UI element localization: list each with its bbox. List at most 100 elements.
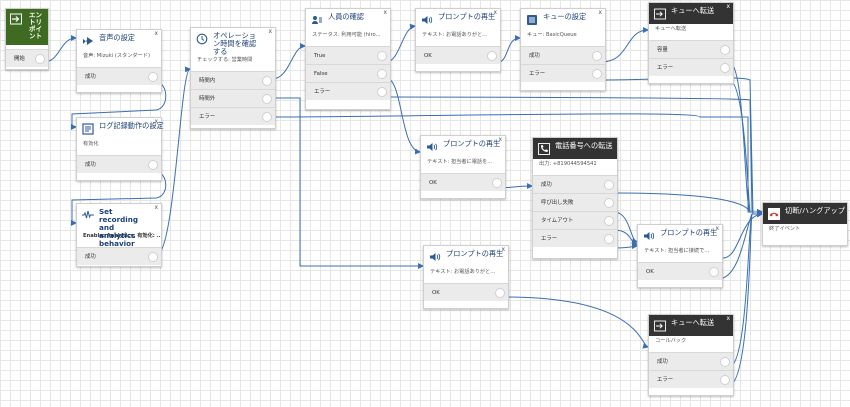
branch-ok[interactable]: OK (421, 173, 505, 191)
node-check-hours[interactable]: オペレーション時間を確認する x チェックする: 営業時間 時間内 時間外 エラ… (190, 27, 276, 129)
branch-ok[interactable]: OK (424, 283, 508, 301)
node-play-prompt-2[interactable]: プロンプトの再生 x テキスト: 担当者に電話を... OK (420, 135, 506, 199)
entry-arrow-icon (9, 12, 23, 26)
close-icon[interactable]: x (268, 28, 272, 35)
output-port[interactable] (720, 45, 730, 55)
branch-error[interactable]: エラー (306, 82, 390, 100)
close-icon[interactable]: x (598, 9, 602, 16)
output-port[interactable] (262, 94, 272, 104)
output-port[interactable] (604, 234, 614, 244)
output-port[interactable] (377, 87, 387, 97)
node-set-recording[interactable]: Set recording and analytics behavior x E… (76, 203, 162, 267)
output-port[interactable] (495, 288, 505, 298)
entry-header: エントリポイント (6, 9, 48, 45)
branch-call-failed[interactable]: 呼び出し失敗 (533, 193, 617, 211)
node-set-voice[interactable]: 音声の設定 x 音声: Mizuki (スタンダード) 成功 (76, 29, 162, 93)
close-icon[interactable]: x (383, 9, 387, 16)
branch-timeout[interactable]: タイムアウト (533, 211, 617, 229)
node-title: プロンプトの再生 (660, 228, 718, 237)
output-port[interactable] (720, 375, 730, 385)
node-set-logging[interactable]: ログ記録動作の設定 x 有効化 成功 (76, 117, 164, 181)
node-description: 音声: Mizuki (スタンダード) (83, 53, 150, 59)
close-icon[interactable]: x (715, 225, 719, 232)
close-icon[interactable]: x (493, 9, 497, 16)
node-play-prompt-3[interactable]: プロンプトの再生 x テキスト: 担当者に接続で... OK (637, 224, 723, 288)
branch-label: エラー (657, 377, 674, 383)
close-icon[interactable]: x (726, 3, 730, 10)
output-port[interactable] (709, 267, 719, 277)
close-icon[interactable]: x (154, 118, 158, 125)
branch-out-of-hours[interactable]: 時間外 (191, 89, 275, 107)
branch-error[interactable]: エラー (191, 107, 275, 125)
branch-label: 時間外 (199, 96, 216, 102)
log-settings-icon (81, 122, 95, 136)
output-port[interactable] (377, 69, 387, 79)
branch-label: エラー (314, 89, 331, 95)
branch-label: 成功 (541, 182, 552, 188)
branch-success[interactable]: 成功 (77, 67, 161, 85)
clock-icon (195, 32, 209, 46)
branch-error[interactable]: エラー (649, 58, 733, 76)
branch-error[interactable]: エラー (533, 229, 617, 247)
output-port[interactable] (487, 51, 497, 61)
output-port[interactable] (604, 198, 614, 208)
branch-success[interactable]: 成功 (77, 155, 161, 173)
branch-error[interactable]: エラー (649, 370, 733, 388)
branch-label: 成功 (657, 359, 668, 365)
branch-success[interactable]: 成功 (649, 352, 733, 370)
node-set-queue[interactable]: キューの設定 x キュー: BasicQueue 成功 エラー (520, 8, 606, 91)
close-icon[interactable]: x (726, 315, 730, 322)
output-port[interactable] (262, 76, 272, 86)
node-title: キューへ転送 (671, 318, 715, 327)
output-port[interactable] (604, 216, 614, 226)
output-port[interactable] (604, 180, 614, 190)
output-port[interactable] (148, 72, 158, 82)
close-icon[interactable]: x (154, 30, 158, 37)
node-header: プロンプトの再生 x (638, 225, 722, 246)
branch-ok[interactable]: OK (416, 46, 500, 64)
output-port[interactable] (720, 357, 730, 367)
output-port[interactable] (592, 51, 602, 61)
branch-in-hours[interactable]: 時間内 (191, 71, 275, 89)
speaker-icon (428, 250, 442, 264)
output-port[interactable] (377, 51, 387, 61)
branch-ok[interactable]: OK (638, 262, 722, 280)
output-port[interactable] (492, 178, 502, 188)
connector-14 (600, 77, 763, 217)
connector-16 (728, 61, 763, 215)
node-disconnect[interactable]: 切断/ハングアップ 終了イベント (762, 202, 848, 246)
close-icon[interactable]: x (501, 246, 505, 253)
speaker-icon (425, 140, 439, 154)
output-port[interactable] (148, 160, 158, 170)
output-port[interactable] (720, 63, 730, 73)
branch-label: 成功 (529, 53, 540, 59)
node-play-prompt-1[interactable]: プロンプトの再生 x テキスト: お電話ありがと... OK (415, 8, 501, 72)
branch-capacity[interactable]: 容量 (649, 40, 733, 58)
branch-start[interactable]: 開始 (6, 49, 48, 67)
node-transfer-to-phone[interactable]: 電話番号への転送 出力: +819044594541 成功 呼び出し失敗 タイム… (532, 137, 618, 259)
node-play-prompt-4[interactable]: プロンプトの再生 x テキスト: お電話ありがと... OK (423, 245, 509, 309)
branch-label: 成功 (85, 254, 96, 260)
branch-label: 呼び出し失敗 (541, 200, 574, 206)
node-description: 終了イベント (769, 226, 801, 232)
branch-error[interactable]: エラー (521, 64, 605, 82)
node-transfer-to-queue-1[interactable]: キューへ転送 x キューへ転送 容量 エラー (648, 2, 734, 84)
output-port[interactable] (262, 112, 272, 122)
output-port[interactable] (592, 69, 602, 79)
output-port[interactable] (35, 54, 45, 64)
node-transfer-to-queue-2[interactable]: キューへ転送 x コールバック 成功 エラー (648, 314, 734, 396)
branch-false[interactable]: False (306, 64, 390, 82)
branch-success[interactable]: 成功 (533, 175, 617, 193)
close-icon[interactable]: x (154, 204, 158, 211)
hangup-icon (767, 207, 781, 221)
node-title: プロンプトの再生 (446, 249, 504, 258)
node-entry-point[interactable]: エントリポイント 開始 (5, 8, 49, 70)
node-description: キュー: BasicQueue (527, 32, 577, 38)
connector-15 (728, 79, 763, 215)
branch-success[interactable]: 成功 (521, 46, 605, 64)
close-icon[interactable]: x (498, 136, 502, 143)
branch-success[interactable]: 成功 (77, 247, 161, 265)
output-port[interactable] (148, 252, 158, 262)
node-check-staffing[interactable]: 人員の確認 x ステータス: 利用可能 (hiro... True False … (305, 8, 391, 110)
branch-true[interactable]: True (306, 46, 390, 64)
